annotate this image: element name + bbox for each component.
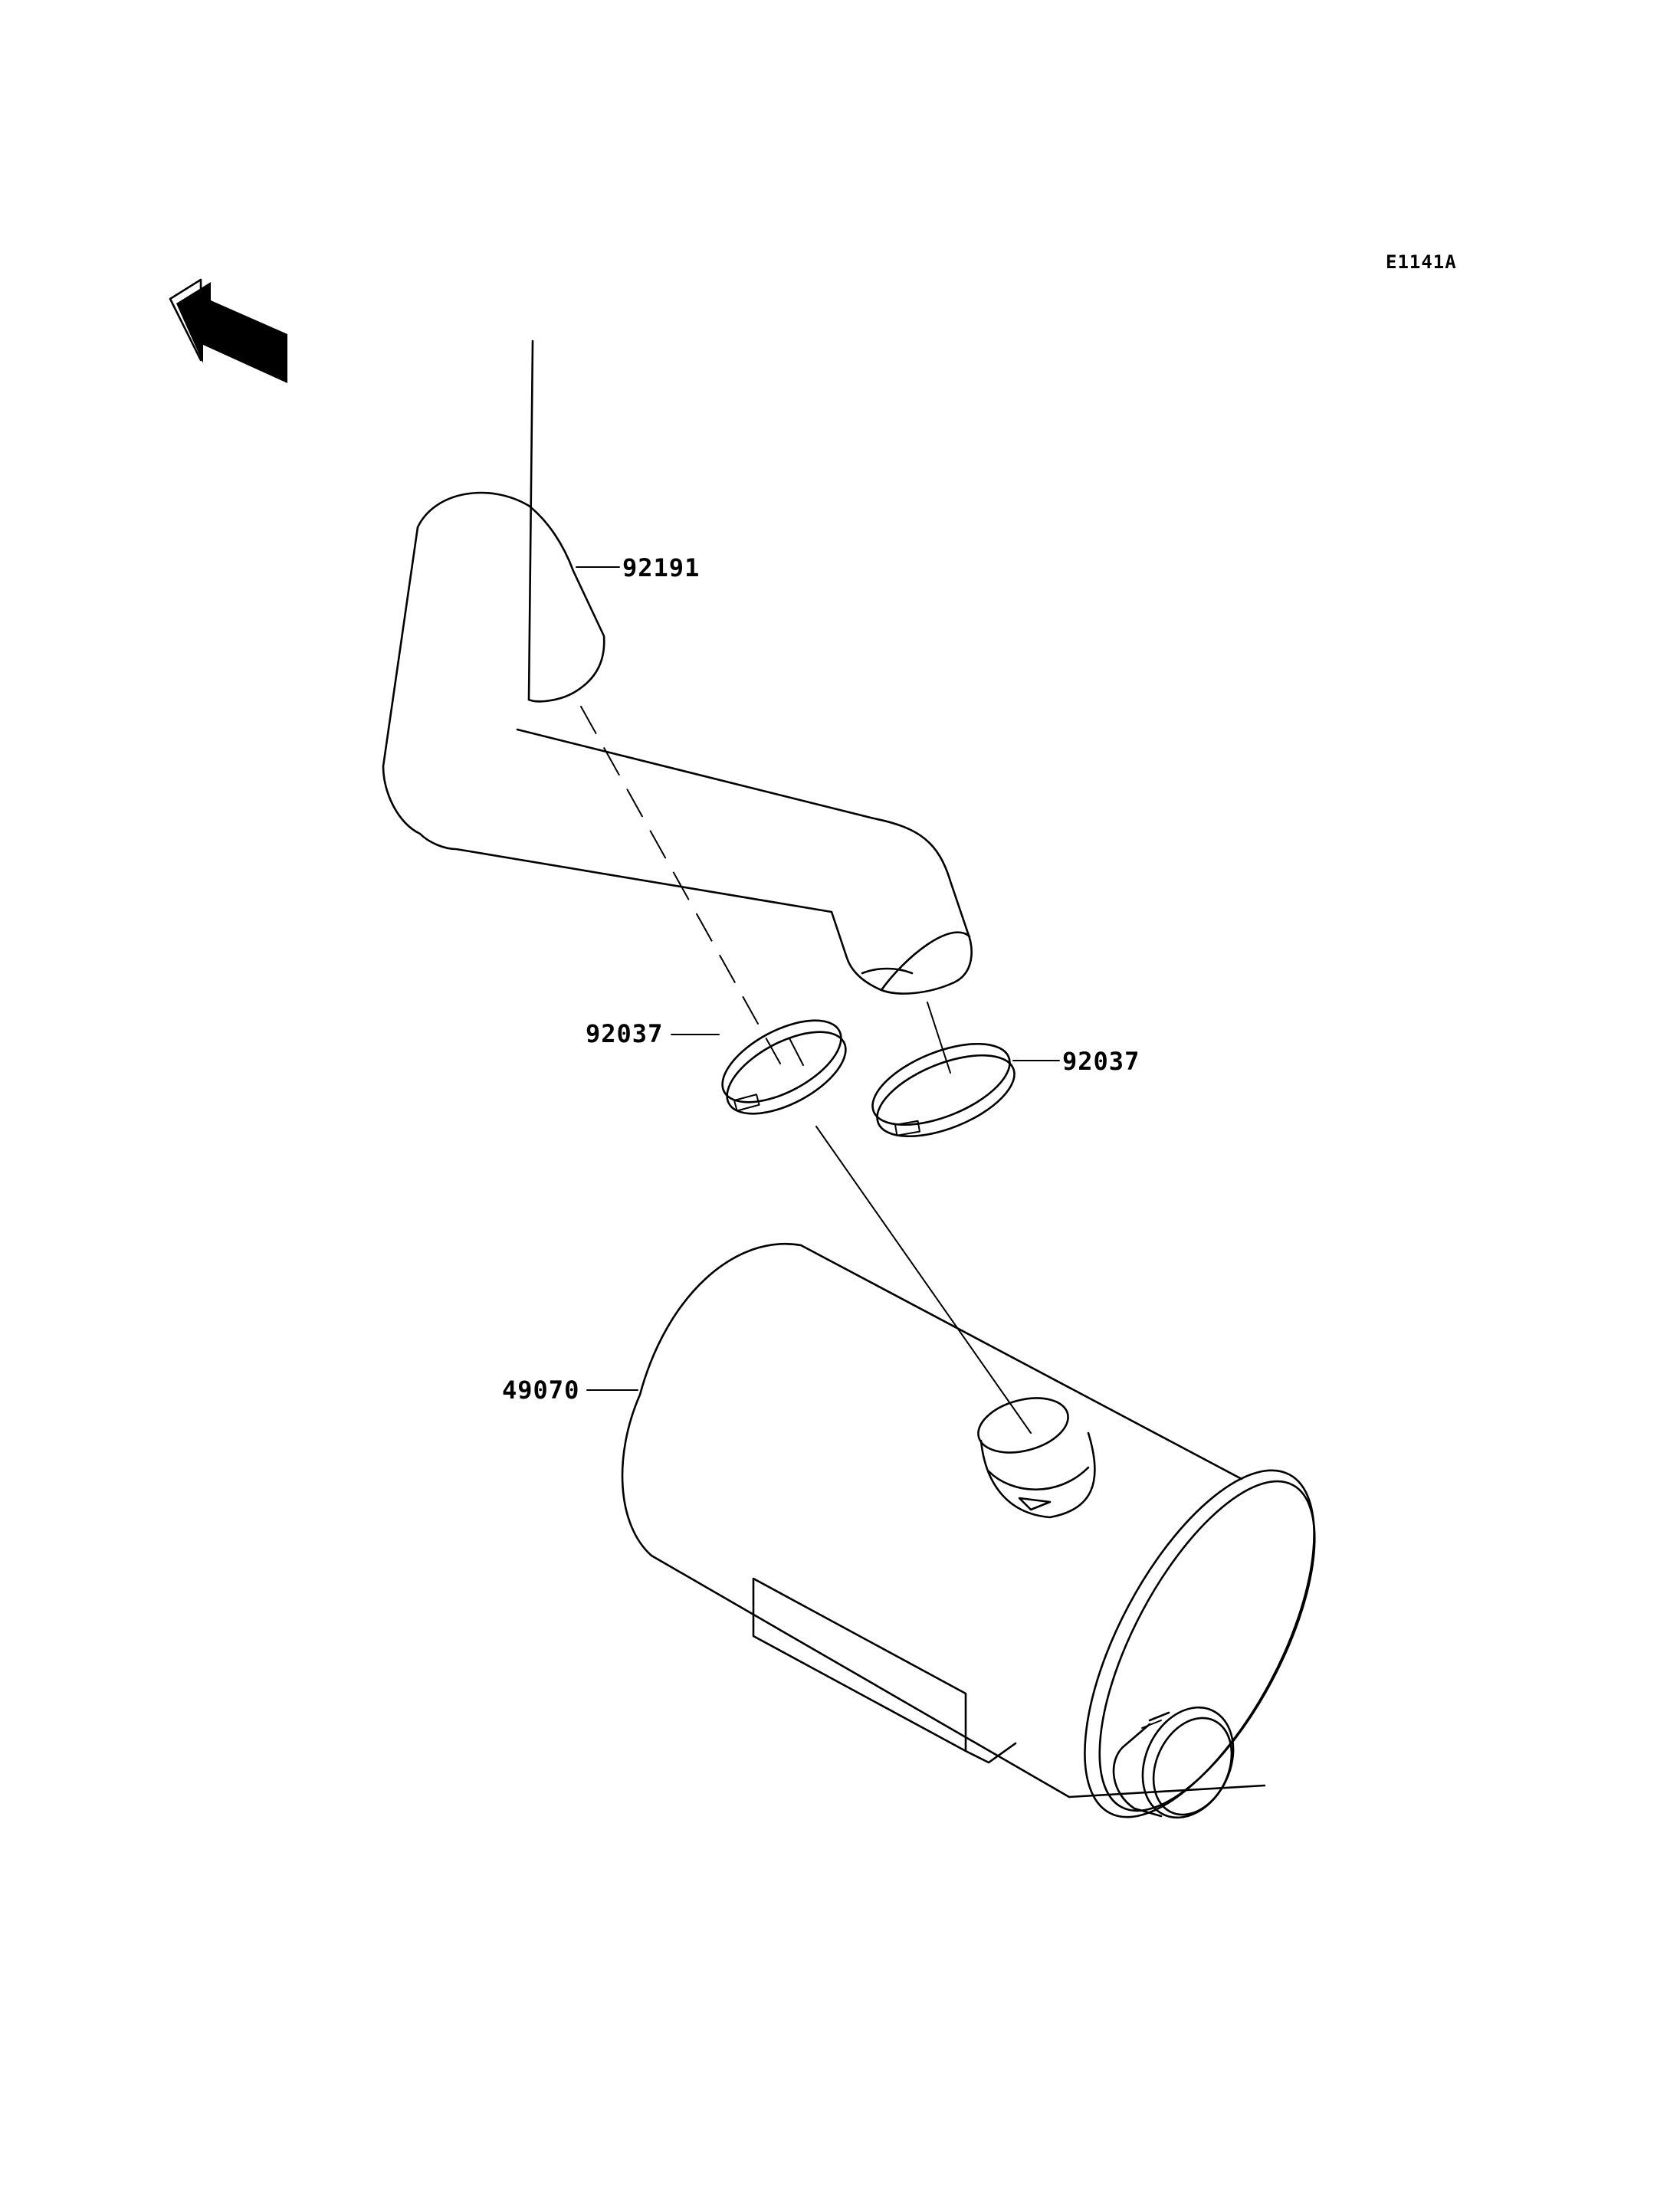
diagram-code: E1141A <box>1386 251 1457 273</box>
part-number-label: 49070 <box>502 1376 579 1405</box>
hose-clamp-right <box>871 1042 1016 1138</box>
callout-49070: 49070 <box>502 1376 638 1405</box>
muffler <box>621 1243 1316 1819</box>
callout-92037-left: 92037 <box>586 1019 720 1048</box>
part-number-label: 92191 <box>622 553 700 582</box>
front-arrow-icon: FRONT <box>169 278 287 383</box>
hose-clamp-left <box>721 1019 847 1115</box>
part-number-label: 92037 <box>586 1019 663 1048</box>
part-number-label: 92037 <box>1062 1047 1140 1076</box>
callout-92037-right: 92037 <box>1012 1047 1140 1076</box>
exhaust-pipe <box>382 339 973 995</box>
callout-92191: 92191 <box>576 553 700 582</box>
